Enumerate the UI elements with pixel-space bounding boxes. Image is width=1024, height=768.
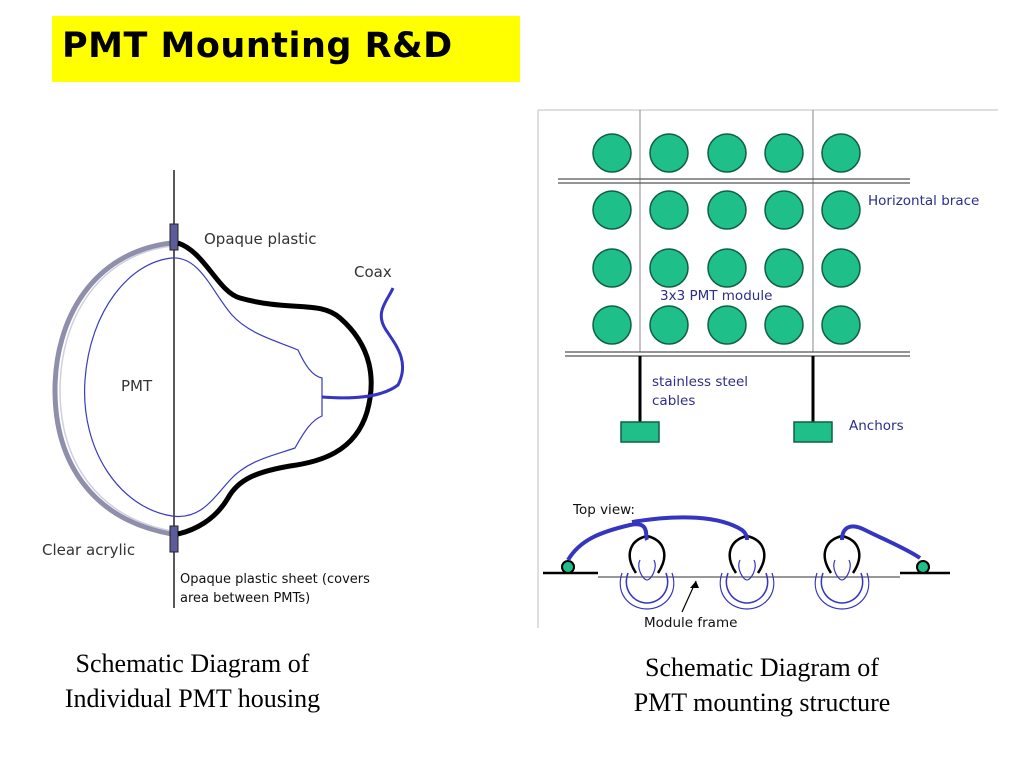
opaque-plastic-label: Opaque plastic — [204, 230, 317, 248]
pmt-circle — [649, 133, 689, 173]
pmt-circle — [592, 248, 632, 288]
top-view-label: Top view: — [572, 502, 635, 518]
pmt-circle — [592, 190, 632, 230]
mini-housing-1 — [619, 534, 675, 610]
anchor-right — [793, 421, 833, 443]
left-caption-line2: Individual PMT housing — [64, 684, 321, 713]
pmt-circle — [821, 190, 861, 230]
page-title: PMT Mounting R&D — [62, 26, 453, 66]
mounting-structure-diagram: Horizontal brace 3x3 PMT module stainles… — [537, 109, 998, 631]
pmt-circle — [707, 248, 747, 288]
clear-acrylic-dome-inner — [59, 245, 173, 532]
pmt-circle — [649, 305, 689, 345]
pmt-circle — [764, 133, 804, 173]
pmt-circle — [707, 133, 747, 173]
top-view-cable-2 — [631, 515, 749, 541]
pmt-array — [592, 133, 861, 345]
top-clamp — [169, 223, 179, 251]
opaque-plastic-housing — [177, 240, 374, 537]
sheet-label-line1: Opaque plastic sheet (covers — [180, 572, 370, 587]
pmt-circle — [764, 248, 804, 288]
mini-housing-2 — [719, 534, 775, 610]
right-caption: Schematic Diagram of PMT mounting struct… — [582, 650, 942, 720]
anchor-left — [620, 421, 660, 443]
pmt-circle — [821, 248, 861, 288]
end-roller-left — [561, 560, 575, 574]
pmt-circle — [707, 190, 747, 230]
pmt-circle — [649, 248, 689, 288]
arrow-head — [690, 581, 699, 588]
top-view-cable-1 — [566, 522, 649, 562]
horizontal-brace-label: Horizontal brace — [868, 193, 979, 209]
pmt-circle — [592, 133, 632, 173]
pmt-label: PMT — [121, 377, 153, 395]
pmt-circle — [821, 133, 861, 173]
pmt-circle — [592, 305, 632, 345]
top-view-cable-3 — [840, 524, 922, 560]
anchors-label: Anchors — [849, 418, 904, 434]
right-caption-line2: PMT mounting structure — [633, 688, 891, 717]
pmt-circle — [821, 305, 861, 345]
module-label: 3x3 PMT module — [660, 288, 772, 304]
bottom-clamp — [169, 525, 179, 553]
pmt-circle — [764, 190, 804, 230]
sheet-label-line2: area between PMTs) — [180, 591, 310, 606]
cables-label-line1: stainless steel — [652, 374, 748, 390]
clear-acrylic-label: Clear acrylic — [42, 541, 135, 559]
right-caption-line1: Schematic Diagram of — [645, 653, 879, 682]
left-caption: Schematic Diagram of Individual PMT hous… — [20, 646, 365, 716]
pmt-circle — [764, 305, 804, 345]
left-caption-line1: Schematic Diagram of — [75, 649, 310, 678]
pmt-housing-diagram: Opaque plastic Coax PMT Clear acrylic Op… — [42, 170, 404, 608]
coax-cable — [321, 287, 404, 400]
pmt-circle — [649, 190, 689, 230]
cables-label-line2: cables — [652, 393, 695, 409]
module-frame-label: Module frame — [644, 615, 737, 631]
title-banner: PMT Mounting R&D — [52, 16, 520, 82]
coax-label: Coax — [354, 263, 392, 281]
clear-acrylic-dome — [52, 240, 173, 537]
end-roller-right — [916, 560, 930, 574]
mini-housing-3 — [814, 534, 870, 610]
pmt-circle — [707, 305, 747, 345]
pmt-outline — [84, 257, 323, 518]
